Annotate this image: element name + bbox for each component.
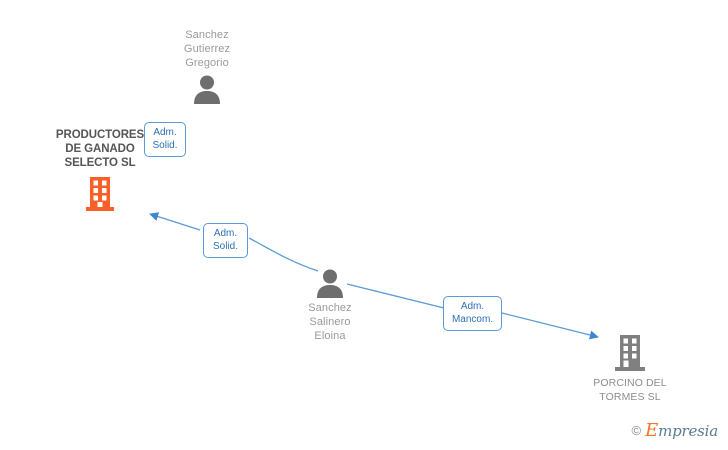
node-company-right[interactable]: PORCINO DEL TORMES SL bbox=[550, 334, 710, 404]
company-focal-label: PRODUCTORES DE GANADO SELECTO SL bbox=[55, 129, 145, 169]
relation-label-adm-solid-top[interactable]: Adm. Solid. bbox=[144, 122, 186, 157]
copyright-icon: © bbox=[631, 423, 642, 438]
node-company-focal[interactable]: PRODUCTORES DE GANADO SELECTO SL bbox=[20, 128, 180, 212]
person-icon bbox=[194, 75, 220, 104]
building-icon bbox=[86, 177, 114, 211]
node-person-top[interactable]: Sanchez Gutierrez Gregorio bbox=[127, 28, 287, 104]
person-top-label: Sanchez Gutierrez Gregorio bbox=[183, 29, 231, 69]
company-right-label: PORCINO DEL TORMES SL bbox=[593, 377, 667, 403]
brand-rest: mpresia bbox=[658, 422, 718, 440]
edge-label-solid-to-company-focal bbox=[149, 212, 201, 231]
person-icon bbox=[317, 269, 343, 298]
brand-name: Empresia bbox=[645, 420, 718, 441]
building-icon bbox=[615, 335, 645, 371]
empresia-watermark: © Empresia bbox=[631, 420, 719, 441]
relation-label-adm-mancom[interactable]: Adm. Mancom. bbox=[443, 296, 502, 331]
edge-label-mancom-to-company-right bbox=[501, 312, 599, 340]
node-person-center[interactable]: Sanchez Salinero Eloina bbox=[250, 268, 410, 343]
edge-person-center-to-label-mancom bbox=[346, 283, 445, 309]
person-center-label: Sanchez Salinero Eloina bbox=[308, 302, 352, 342]
relation-label-adm-solid-center[interactable]: Adm. Solid. bbox=[203, 223, 248, 258]
edge-person-center-to-label-solid bbox=[248, 237, 319, 272]
brand-initial: E bbox=[645, 420, 659, 441]
